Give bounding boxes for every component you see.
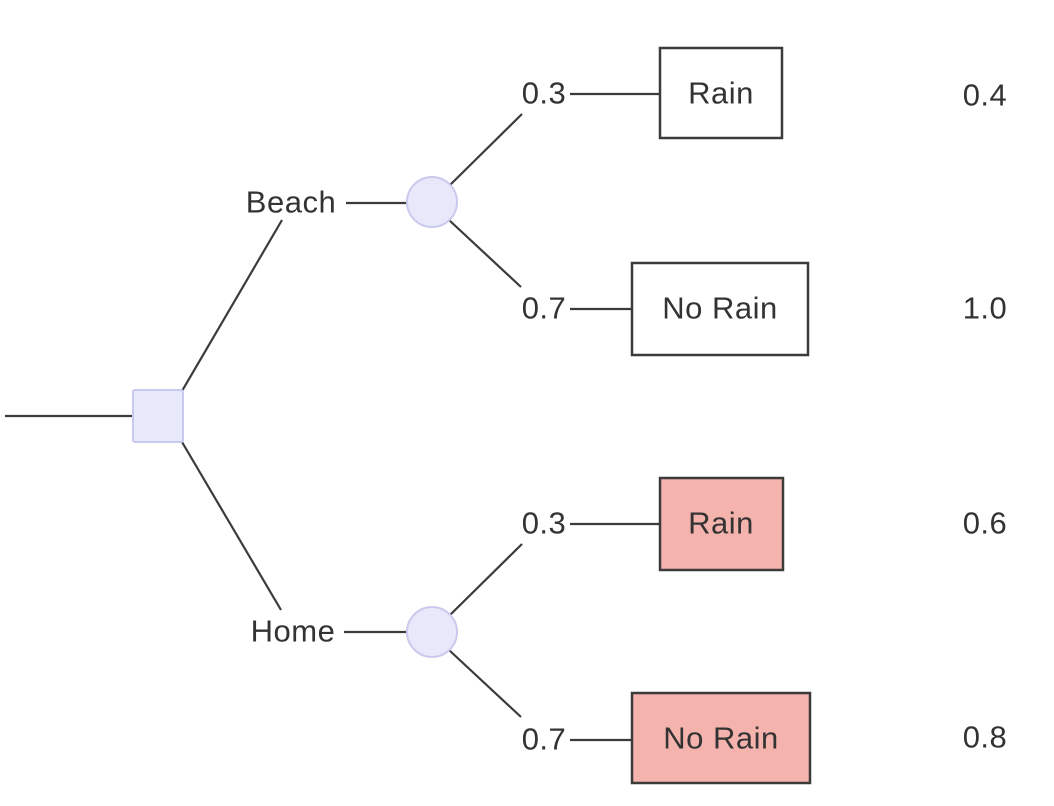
beach-norain-probability: 0.7 xyxy=(522,291,567,326)
beach-norain-value: 1.0 xyxy=(963,291,1008,326)
beach-rain-terminal-box xyxy=(658,46,784,140)
beach-rain-outcome-label: Rain xyxy=(688,76,754,111)
beach-rain-value: 0.4 xyxy=(963,78,1008,113)
home-branch-label: Home xyxy=(251,614,336,649)
home-norain-outcome-label: No Rain xyxy=(663,721,779,756)
home-norain-probability: 0.7 xyxy=(522,722,567,757)
beach-rain-probability: 0.3 xyxy=(522,76,567,111)
edge-beach-chance-to-rain-prob xyxy=(449,113,523,186)
home-rain-outcome-label: Rain xyxy=(688,506,754,541)
edge-decision-to-home xyxy=(181,441,282,611)
beach-branch-label: Beach xyxy=(246,185,336,220)
beach-norain-terminal-box xyxy=(630,261,810,357)
edge-home-chance-to-norain-prob xyxy=(448,649,522,718)
edge-beach-chance-to-norain-prob xyxy=(448,219,522,288)
decision-node-square xyxy=(132,389,184,443)
home-norain-value: 0.8 xyxy=(963,720,1008,755)
home-chance-node xyxy=(406,606,458,658)
home-rain-terminal-box xyxy=(658,476,785,572)
beach-chance-node xyxy=(406,176,458,228)
edge-decision-to-beach xyxy=(181,219,283,392)
home-rain-value: 0.6 xyxy=(963,506,1008,541)
beach-norain-outcome-label: No Rain xyxy=(662,291,778,326)
home-norain-terminal-box xyxy=(630,691,812,785)
home-rain-probability: 0.3 xyxy=(522,506,567,541)
edge-home-chance-to-rain-prob xyxy=(449,543,523,616)
